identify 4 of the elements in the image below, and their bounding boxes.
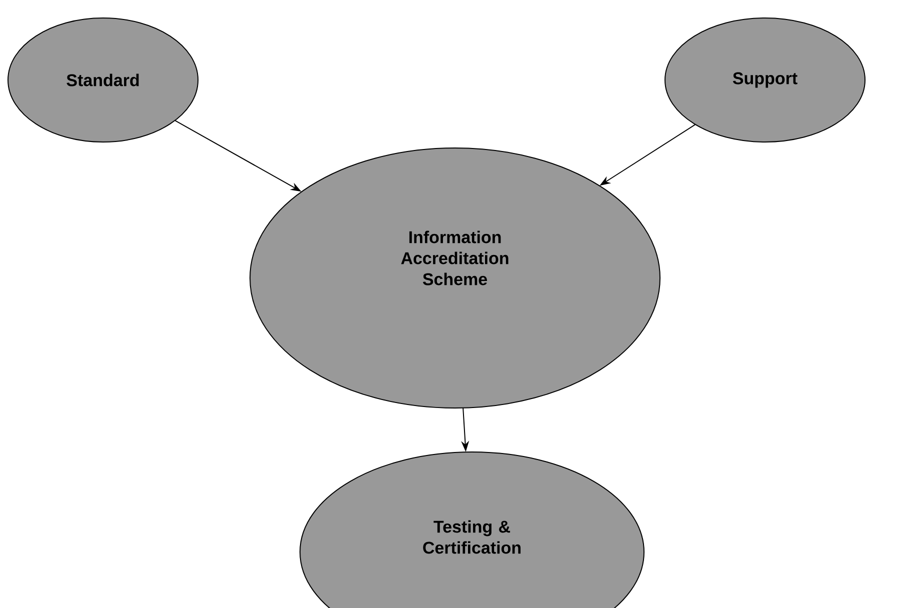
ellipse-node: Testing & Certification <box>300 452 644 608</box>
ellipse-node: Information Accreditation Scheme <box>250 148 660 408</box>
ellipse-node: Support <box>664 18 866 142</box>
ellipse-node: Standard <box>8 18 198 142</box>
